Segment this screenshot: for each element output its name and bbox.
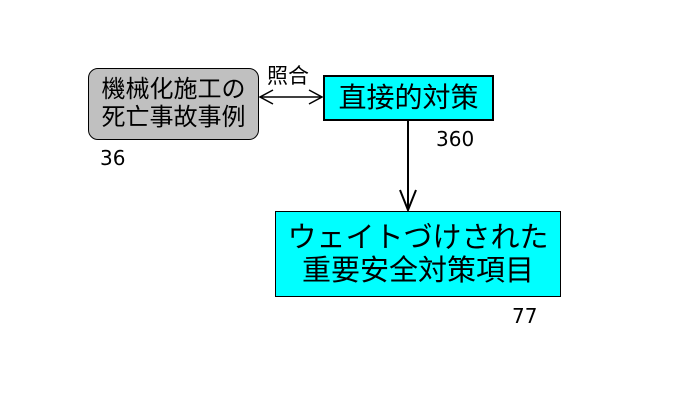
direct-measures-count: 360 <box>436 127 475 151</box>
accident-cases-line2: 死亡事故事例 <box>101 103 246 131</box>
direct-measures-label: 直接的対策 <box>338 80 479 114</box>
weighted-items-node: ウェイトづけされた重要安全対策項目 <box>275 211 561 297</box>
weighted-items-line2: 重要安全対策項目 <box>301 253 534 287</box>
accident-cases-line1: 機械化施工の <box>101 75 246 104</box>
compare-double-arrow <box>258 89 324 105</box>
accident-cases-node: 機械化施工の死亡事故事例 <box>88 68 259 140</box>
compare-label: 照合 <box>267 64 309 88</box>
direct-measures-node: 直接的対策 <box>323 75 494 121</box>
weighted-items-line1: ウェイトづけされた <box>287 219 549 254</box>
down-arrow <box>399 121 417 213</box>
weighted-items-count: 77 <box>512 304 538 328</box>
accident-cases-count: 36 <box>100 146 126 170</box>
